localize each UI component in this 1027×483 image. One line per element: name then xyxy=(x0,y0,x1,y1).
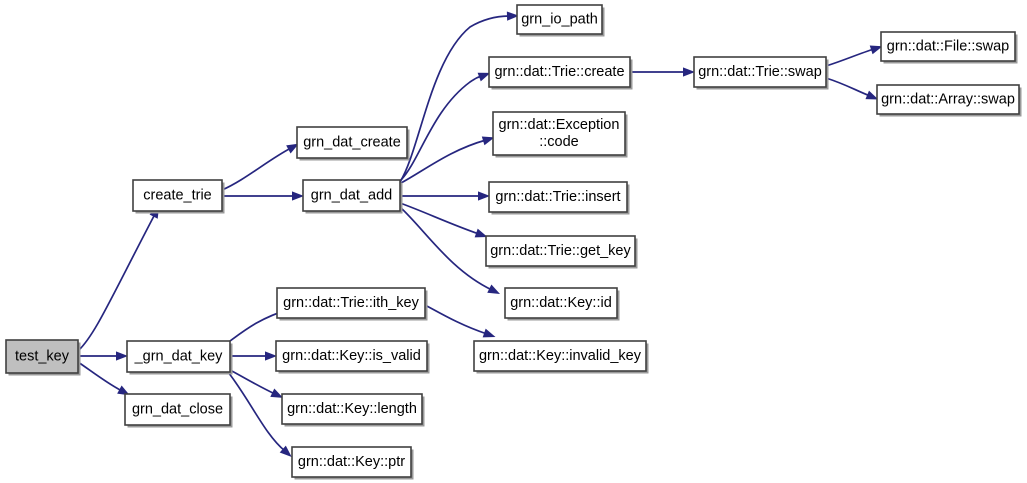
edge-test_key-to-grn_dat_close xyxy=(77,361,130,396)
node-box[interactable] xyxy=(485,235,636,267)
node-box[interactable] xyxy=(5,339,79,374)
node-file_swap[interactable]: grn::dat::File::swap xyxy=(880,31,1018,64)
edge-_grn_dat_key-to-key_ptr xyxy=(227,371,292,457)
node-box[interactable] xyxy=(132,179,223,212)
node-trie_create[interactable]: grn::dat::Trie::create xyxy=(488,56,633,90)
edge-trie_swap-to-array_swap xyxy=(825,77,879,100)
node-trie_get_key[interactable]: grn::dat::Trie::get_key xyxy=(485,235,638,269)
node-grn_dat_close[interactable]: grn_dat_close xyxy=(124,393,233,428)
edge-grn_dat_add-to-trie_insert xyxy=(400,191,490,201)
node-box[interactable] xyxy=(281,393,423,425)
node-key_length[interactable]: grn::dat::Key::length xyxy=(281,393,425,427)
node-trie_swap[interactable]: grn::dat::Trie::swap xyxy=(693,56,829,90)
edges-layer xyxy=(77,11,883,457)
edge-grn_dat_add-to-exception_code xyxy=(400,136,495,184)
node-_grn_dat_key[interactable]: _grn_dat_key xyxy=(126,340,233,375)
node-box[interactable] xyxy=(126,340,231,373)
node-box[interactable] xyxy=(296,126,408,159)
node-box[interactable] xyxy=(124,393,231,426)
edge-_grn_dat_key-to-key_length xyxy=(229,369,284,398)
node-box[interactable] xyxy=(473,340,647,372)
node-key_ptr[interactable]: grn::dat::Key::ptr xyxy=(291,446,414,480)
node-key_id[interactable]: grn::dat::Key::id xyxy=(504,287,620,321)
node-grn_dat_create[interactable]: grn_dat_create xyxy=(296,126,410,161)
node-array_swap[interactable]: grn::dat::Array::swap xyxy=(876,84,1022,117)
node-box[interactable] xyxy=(275,340,428,372)
node-box[interactable] xyxy=(504,287,618,319)
node-grn_dat_add[interactable]: grn_dat_add xyxy=(302,179,403,214)
node-box[interactable] xyxy=(488,181,628,213)
edge-grn_dat_add-to-trie_create xyxy=(400,72,491,181)
edge-grn_dat_add-to-grn_io_path xyxy=(399,11,519,183)
node-key_invalid_key[interactable]: grn::dat::Key::invalid_key xyxy=(473,340,649,374)
node-box[interactable] xyxy=(302,179,401,212)
edge-create_trie-to-grn_dat_create xyxy=(221,143,299,191)
node-box[interactable] xyxy=(492,111,626,156)
node-trie_insert[interactable]: grn::dat::Trie::insert xyxy=(488,181,630,215)
nodes-layer: test_key create_trie grn_dat_close _grn_dat… xyxy=(5,4,1022,480)
edge-trie_ith_key-to-key_invalid_key xyxy=(424,304,496,338)
edge-test_key-to-_grn_dat_key xyxy=(78,351,128,361)
node-box[interactable] xyxy=(488,56,631,88)
node-box[interactable] xyxy=(276,287,426,319)
edge-create_trie-to-grn_dat_add xyxy=(222,191,304,201)
node-exception_code[interactable]: grn::dat::Exception::code xyxy=(492,111,628,158)
node-key_is_valid[interactable]: grn::dat::Key::is_valid xyxy=(275,340,430,374)
node-trie_ith_key[interactable]: grn::dat::Trie::ith_key xyxy=(276,287,428,321)
edge-grn_dat_add-to-key_id xyxy=(399,206,501,295)
edge-trie_swap-to-file_swap xyxy=(825,45,883,67)
edge-grn_dat_add-to-trie_get_key xyxy=(399,202,488,238)
node-box[interactable] xyxy=(876,84,1020,115)
node-grn_io_path[interactable]: grn_io_path xyxy=(516,4,605,37)
node-box[interactable] xyxy=(291,446,412,478)
node-box[interactable] xyxy=(516,4,603,35)
node-box[interactable] xyxy=(880,31,1016,62)
edge-test_key-to-create_trie xyxy=(77,206,160,352)
edge-_grn_dat_key-to-key_is_valid xyxy=(230,351,277,361)
node-test_key[interactable]: test_key xyxy=(5,339,81,376)
node-box[interactable] xyxy=(693,56,827,88)
edge-trie_create-to-trie_swap xyxy=(630,67,695,77)
node-create_trie[interactable]: create_trie xyxy=(132,179,225,214)
